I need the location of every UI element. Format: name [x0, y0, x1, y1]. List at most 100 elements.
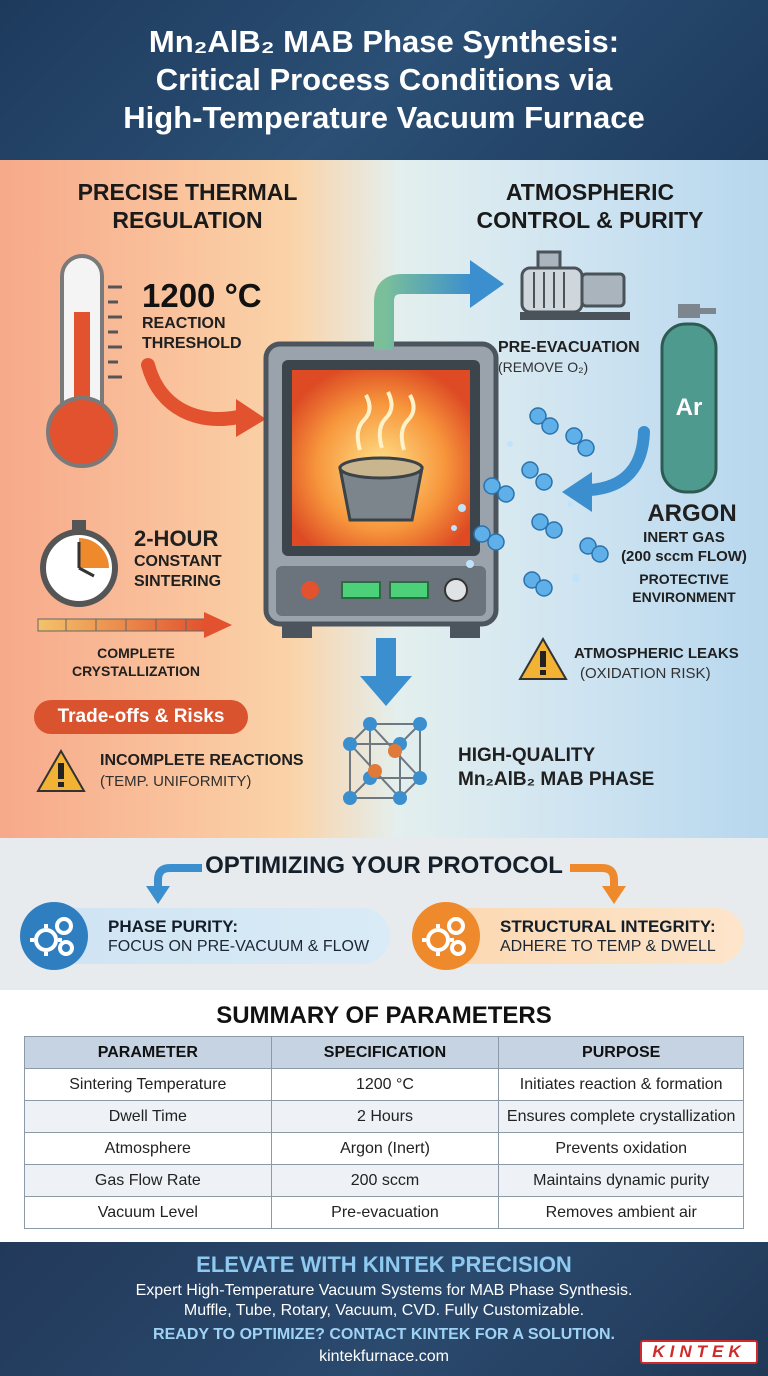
summary-title: SUMMARY OF PARAMETERS [216, 1002, 552, 1029]
table-cell: 1200 °C [270, 1068, 500, 1101]
furnace-icon [263, 341, 499, 638]
gears-icon [20, 902, 88, 970]
time-title: 2-HOUR [134, 526, 219, 551]
thermal-heading: PRECISE THERMAL REGULATION [40, 178, 335, 234]
phase-purity-card: PHASE PURITY: FOCUS ON PRE-VACUUM & FLOW [20, 902, 390, 970]
protective-line1: PROTECTIVE [639, 571, 729, 587]
table-cell: Prevents oxidation [498, 1132, 744, 1165]
table-cell: Gas Flow Rate [24, 1164, 272, 1197]
table-cell: Maintains dynamic purity [498, 1164, 744, 1197]
leak-title: ATMOSPHERIC LEAKS [574, 645, 739, 662]
risk-title: INCOMPLETE REACTIONS [100, 752, 304, 769]
footer-cta[interactable]: READY TO OPTIMIZE? CONTACT KINTEK FOR A … [153, 1326, 615, 1343]
table-header-row: PARAMETER SPECIFICATION PURPOSE [24, 1036, 744, 1069]
stopwatch-icon [40, 520, 118, 607]
right-curve-arrow-icon [570, 864, 626, 904]
footer-line1: Expert High-Temperature Vacuum Systems f… [135, 1282, 633, 1299]
progress-arrow-icon [37, 612, 232, 638]
column-header: SPECIFICATION [270, 1036, 500, 1069]
argon-line2: INERT GAS [643, 529, 725, 546]
table-cell: Argon (Inert) [270, 1132, 500, 1165]
column-header: PARAMETER [24, 1036, 272, 1069]
argon-title: ARGON [647, 500, 737, 527]
crystallization-label: COMPLETE CRYSTALLIZATION [36, 644, 236, 680]
crystal-structure-icon [343, 717, 427, 805]
phase-purity-heading: PHASE PURITY: [108, 917, 239, 936]
down-arrow-icon [360, 638, 412, 706]
risk-subtitle: (TEMP. UNIFORMITY) [100, 773, 252, 790]
structural-integrity-heading: STRUCTURAL INTEGRITY: [500, 917, 716, 936]
table-cell: Sintering Temperature [24, 1068, 272, 1101]
time-label: CONSTANT SINTERING [134, 552, 222, 592]
thermometer-icon [46, 254, 122, 468]
table-cell: Initiates reaction & formation [498, 1068, 744, 1101]
column-header: PURPOSE [498, 1036, 744, 1069]
footer-title: ELEVATE WITH KINTEK PRECISION [196, 1252, 572, 1277]
pre-evacuation-label: PRE-EVACUATION [498, 339, 640, 356]
table-cell: 2 Hours [270, 1100, 500, 1133]
structural-integrity-card: STRUCTURAL INTEGRITY: ADHERE TO TEMP & D… [412, 902, 744, 970]
footer-url-link[interactable]: kintekfurnace.com [319, 1348, 449, 1365]
cylinder-label: Ar [675, 394, 703, 421]
optimize-title: OPTIMIZING YOUR PROTOCOL [205, 852, 563, 879]
table-row: Gas Flow Rate 200 sccm Maintains dynamic… [24, 1164, 744, 1197]
optimize-section: OPTIMIZING YOUR PROTOCOL PHASE PURITY: F… [0, 838, 768, 990]
table-cell: Pre-evacuation [270, 1196, 500, 1229]
table-cell: 200 sccm [270, 1164, 500, 1197]
gears-icon [412, 902, 480, 970]
phase-purity-text: FOCUS ON PRE-VACUUM & FLOW [108, 938, 370, 955]
table-row: Atmosphere Argon (Inert) Prevents oxidat… [24, 1132, 744, 1165]
temperature-value: 1200 °C [142, 277, 262, 314]
atmosphere-heading-line1: ATMOSPHERIC [505, 179, 675, 205]
time-label-line2: CONSTANT [134, 553, 222, 570]
product-line1: HIGH-QUALITY [458, 745, 596, 766]
table-cell: Ensures complete crystallization [498, 1100, 744, 1133]
atmosphere-heading-line2: CONTROL & PURITY [476, 207, 704, 233]
temp-label-line1: REACTION [142, 315, 226, 332]
structural-integrity-text: ADHERE TO TEMP & DWELL [500, 938, 716, 955]
product-line2: Mn₂AlB₂ MAB PHASE [458, 769, 655, 790]
crystallization-line1: COMPLETE [97, 645, 175, 661]
kintek-logo: KINTEK [640, 1340, 758, 1364]
header: Mn₂AlB₂ MAB Phase Synthesis: Critical Pr… [0, 0, 768, 160]
gas-flow-arrow-icon [562, 426, 650, 512]
protective-line2: ENVIRONMENT [632, 589, 736, 605]
table-row: Sintering Temperature 1200 °C Initiates … [24, 1068, 744, 1101]
argon-line3: (200 sccm FLOW) [621, 548, 747, 565]
page-title-line3: High-Temperature Vacuum Furnace [123, 100, 645, 135]
evacuation-arrow-icon [374, 260, 504, 350]
table-cell: Removes ambient air [498, 1196, 744, 1229]
thermal-heading-line2: REGULATION [112, 207, 263, 233]
heat-arrow-icon [141, 358, 266, 437]
argon-cylinder-icon [660, 304, 718, 494]
temp-label: REACTION THRESHOLD [142, 314, 242, 354]
leak-subtitle: (OXIDATION RISK) [580, 665, 711, 682]
footer: ELEVATE WITH KINTEK PRECISION Expert Hig… [0, 1242, 768, 1376]
leak-warning-icon [518, 636, 568, 680]
thermal-heading-line1: PRECISE THERMAL [77, 179, 298, 205]
page-title-line2: Critical Process Conditions via [155, 62, 613, 97]
product-label: HIGH-QUALITY Mn₂AlB₂ MAB PHASE [458, 744, 654, 792]
table-row: Dwell Time 2 Hours Ensures complete crys… [24, 1100, 744, 1133]
gas-molecules-icon [451, 407, 609, 597]
process-panel: PRECISE THERMAL REGULATION ATMOSPHERIC C… [0, 160, 768, 838]
time-label-line3: SINTERING [134, 573, 222, 590]
atmosphere-heading: ATMOSPHERIC CONTROL & PURITY [440, 178, 740, 234]
table-cell: Dwell Time [24, 1100, 272, 1133]
table-row: Vacuum Level Pre-evacuation Removes ambi… [24, 1196, 744, 1229]
table-cell: Vacuum Level [24, 1196, 272, 1229]
warning-icon [36, 748, 86, 792]
temp-label-line2: THRESHOLD [142, 335, 242, 352]
vacuum-pump-icon [520, 250, 630, 320]
left-curve-arrow-icon [146, 864, 202, 904]
footer-line2: Muffle, Tube, Rotary, Vacuum, CVD. Fully… [183, 1302, 585, 1319]
tradeoffs-badge: Trade-offs & Risks [34, 700, 248, 734]
page-title-line1: Mn₂AlB₂ MAB Phase Synthesis: [148, 24, 620, 59]
protective-label: PROTECTIVE ENVIRONMENT [606, 570, 762, 606]
summary-section: SUMMARY OF PARAMETERS PARAMETER SPECIFIC… [0, 990, 768, 1242]
crystallization-line2: CRYSTALLIZATION [71, 663, 201, 679]
table-cell: Atmosphere [24, 1132, 272, 1165]
parameters-table: PARAMETER SPECIFICATION PURPOSE Sinterin… [24, 1036, 744, 1229]
pre-evacuation-sub: (REMOVE O₂) [498, 359, 589, 375]
argon-details: INERT GAS (200 sccm FLOW) [606, 528, 762, 566]
